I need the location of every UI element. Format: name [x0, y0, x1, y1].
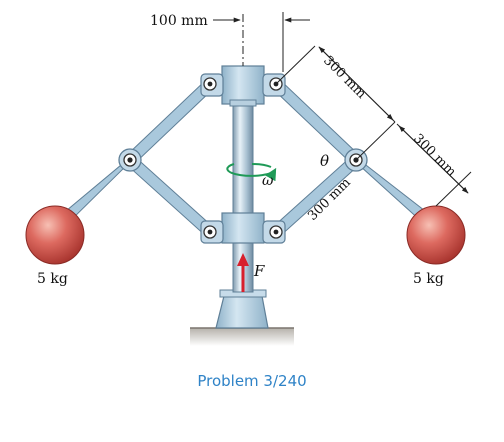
label-mass-left: 5 kg — [37, 271, 68, 287]
ground — [190, 328, 294, 346]
label-omega: ω — [262, 173, 274, 189]
link-lower-right — [272, 154, 360, 238]
sphere-left — [25, 205, 85, 265]
figure-caption: Problem 3/240 — [197, 372, 307, 390]
force-arrow — [237, 253, 249, 292]
base-pedestal — [215, 295, 269, 329]
sphere-right — [406, 205, 466, 265]
label-100mm: 100 mm — [150, 13, 208, 29]
dimension-upper-right — [275, 45, 396, 161]
link-lower-left — [126, 154, 214, 238]
link-upper-left — [126, 78, 214, 166]
label-mass-right: 5 kg — [413, 271, 444, 287]
label-link-far-right: 300 mm — [410, 131, 459, 180]
label-theta: θ — [320, 152, 329, 170]
label-link-upper-right: 300 mm — [320, 53, 369, 102]
rotation-indicator — [226, 163, 277, 182]
label-force: F — [253, 262, 265, 280]
dimension-far-right — [396, 123, 472, 207]
link-upper-right — [272, 78, 360, 166]
dimension-100mm — [213, 12, 310, 72]
